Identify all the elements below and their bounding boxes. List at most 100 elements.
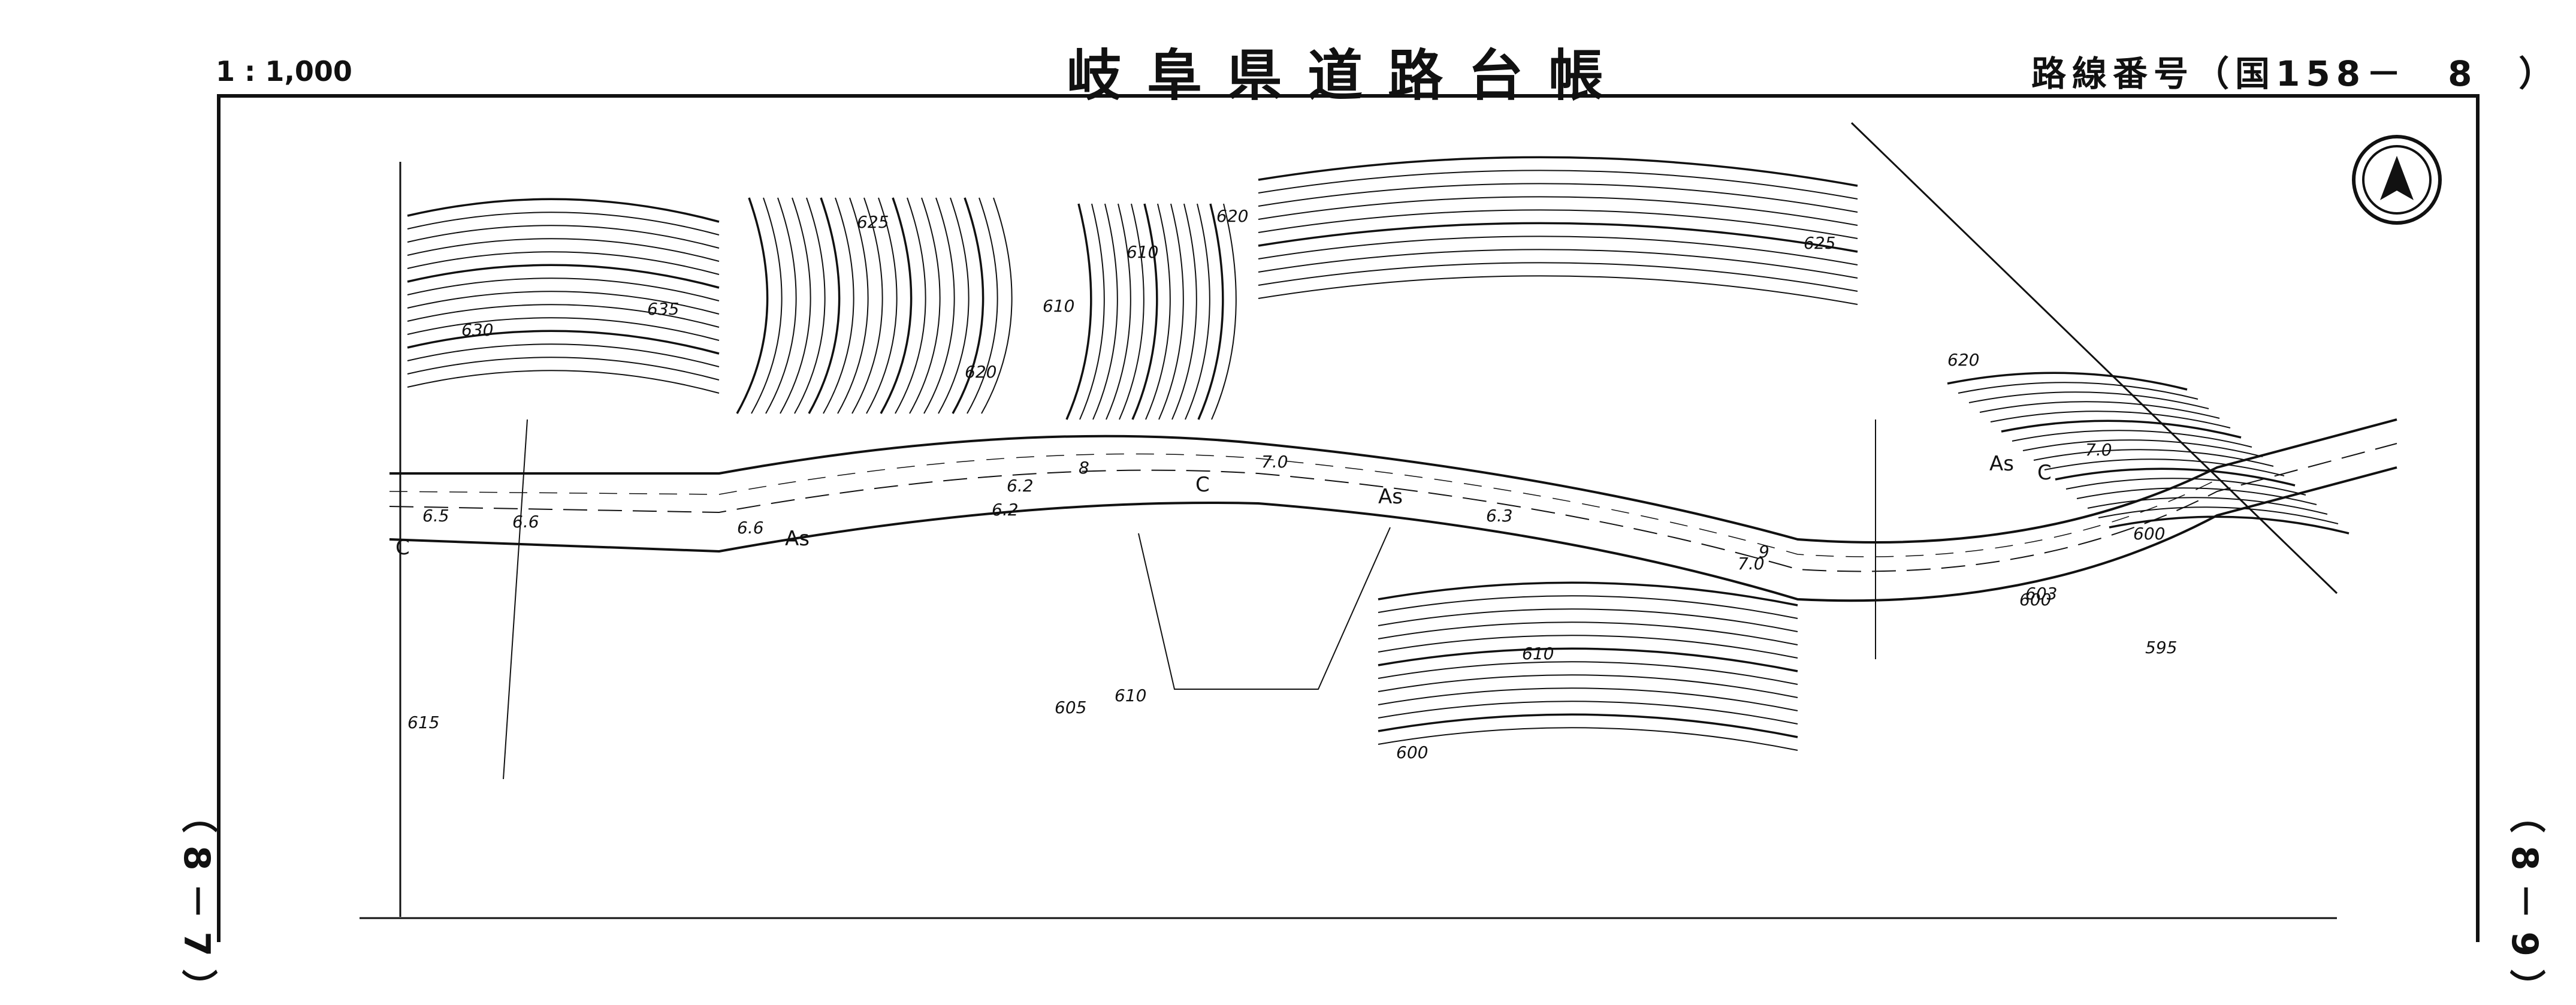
contour-label: 615: [407, 713, 439, 732]
contour-line: [1258, 275, 1858, 305]
contour-line: [407, 330, 720, 355]
contour-label: 600: [1396, 743, 1428, 762]
road-width-label: 7.0: [1738, 554, 1765, 574]
contour-line: [407, 277, 720, 301]
curb-label: C: [1195, 473, 1210, 497]
contour-line: [780, 197, 811, 414]
contour-line: [1258, 196, 1858, 226]
slope-hatching: [503, 419, 1876, 780]
contour-line: [1258, 183, 1858, 213]
surface-label: As: [785, 527, 810, 551]
contour-line: [967, 197, 998, 414]
contour-line: [1258, 236, 1858, 265]
slope-outline: [1138, 527, 1391, 690]
road-width-label: 6.2: [1007, 476, 1034, 496]
contour-line: [2109, 515, 2349, 535]
contour-label: 600: [2019, 590, 2051, 609]
contour-label: 595: [2145, 638, 2177, 657]
road-lane-line: [389, 453, 2218, 557]
contour-line: [1378, 647, 1798, 672]
contour-label: 630: [461, 320, 493, 340]
contour-label: 620: [965, 362, 996, 382]
contour-line: [1065, 203, 1092, 420]
contour-line: [1158, 203, 1184, 420]
contour-line: [2012, 430, 2252, 448]
contour-label: 610: [1115, 686, 1146, 705]
road: [389, 418, 2397, 602]
contour-line: [1990, 411, 2231, 428]
contour-line: [1197, 203, 1224, 420]
contour-line: [1079, 203, 1105, 420]
contour-line: [407, 212, 720, 236]
road-width-label: 7.0: [1261, 452, 1288, 472]
contour-label: 610: [1522, 644, 1554, 663]
contour-line: [1106, 203, 1131, 420]
road-width-label: 6.2: [992, 500, 1019, 520]
curb-label: C: [395, 536, 410, 560]
contour-line: [866, 197, 898, 414]
contour-line: [1378, 687, 1798, 711]
contour-line: [2065, 478, 2306, 496]
contour-label: 610: [1043, 296, 1074, 316]
road-width-label: 9: [1759, 542, 1769, 562]
contour-line: [407, 357, 720, 381]
contour-line: [1171, 203, 1197, 420]
contour-line: [1378, 661, 1798, 685]
contour-line: [837, 197, 869, 414]
contour-line: [1378, 581, 1798, 606]
contour-line: [2033, 449, 2274, 467]
contour-line: [2022, 439, 2263, 457]
contour-line: [1378, 727, 1798, 751]
contour-label: 620: [1216, 206, 1248, 226]
road-width-label: 6.6: [737, 518, 764, 538]
contour-line: [923, 197, 955, 414]
contour-line: [1968, 391, 2209, 409]
contour-line: [2098, 506, 2339, 524]
north-arrow-icon: [2352, 135, 2442, 225]
road-edge-top: [389, 418, 2397, 544]
contour-line: [751, 197, 783, 414]
contour-line: [1378, 595, 1798, 619]
contour-line: [407, 370, 720, 394]
curb-label: C: [2037, 461, 2052, 485]
contour-line: [2044, 458, 2285, 476]
contour-lines: [407, 156, 2349, 751]
contour-line: [1947, 372, 2188, 391]
contour-label: 625: [857, 212, 889, 232]
contour-line: [2087, 497, 2328, 515]
contour-line: [1185, 203, 1210, 420]
contour-line: [1131, 203, 1158, 420]
road-width-label: 6.3: [1486, 506, 1513, 526]
slope-line-left: [503, 419, 528, 780]
road-ledger-map: 6356306256206106106206256206156106056006…: [217, 94, 2480, 942]
contour-line: [1378, 713, 1798, 738]
contour-line: [808, 197, 841, 414]
contour-line: [407, 343, 720, 367]
right-boundary: [1850, 122, 2338, 594]
contour-line: [938, 197, 970, 414]
contour-label: 603: [2025, 584, 2057, 603]
contour-line: [1119, 203, 1144, 420]
contour-line: [407, 225, 720, 249]
contour-label: 620: [1947, 350, 1979, 370]
contour-line: [1979, 401, 2220, 419]
contour-line: [1958, 382, 2198, 400]
contour-line: [736, 197, 769, 414]
contour-label: 625: [1804, 233, 1835, 253]
contour-line: [2001, 419, 2242, 439]
contour-line: [1258, 222, 1858, 253]
contour-line: [1258, 156, 1858, 187]
route-number: 路線番号（国158－ 8 ）: [2031, 53, 2560, 94]
road-width-label: 6.6: [512, 512, 539, 532]
contour-line: [407, 291, 720, 315]
contour-line: [407, 317, 720, 341]
contour-line: [823, 197, 854, 414]
contour-line: [407, 238, 720, 262]
contour-line: [765, 197, 797, 414]
road-width-label: 6.5: [422, 506, 449, 526]
contour-line: [407, 198, 720, 223]
contour-line: [981, 197, 1013, 414]
contour-line: [1378, 701, 1798, 725]
contour-line: [909, 197, 941, 414]
contour-label: 605: [1055, 698, 1086, 717]
